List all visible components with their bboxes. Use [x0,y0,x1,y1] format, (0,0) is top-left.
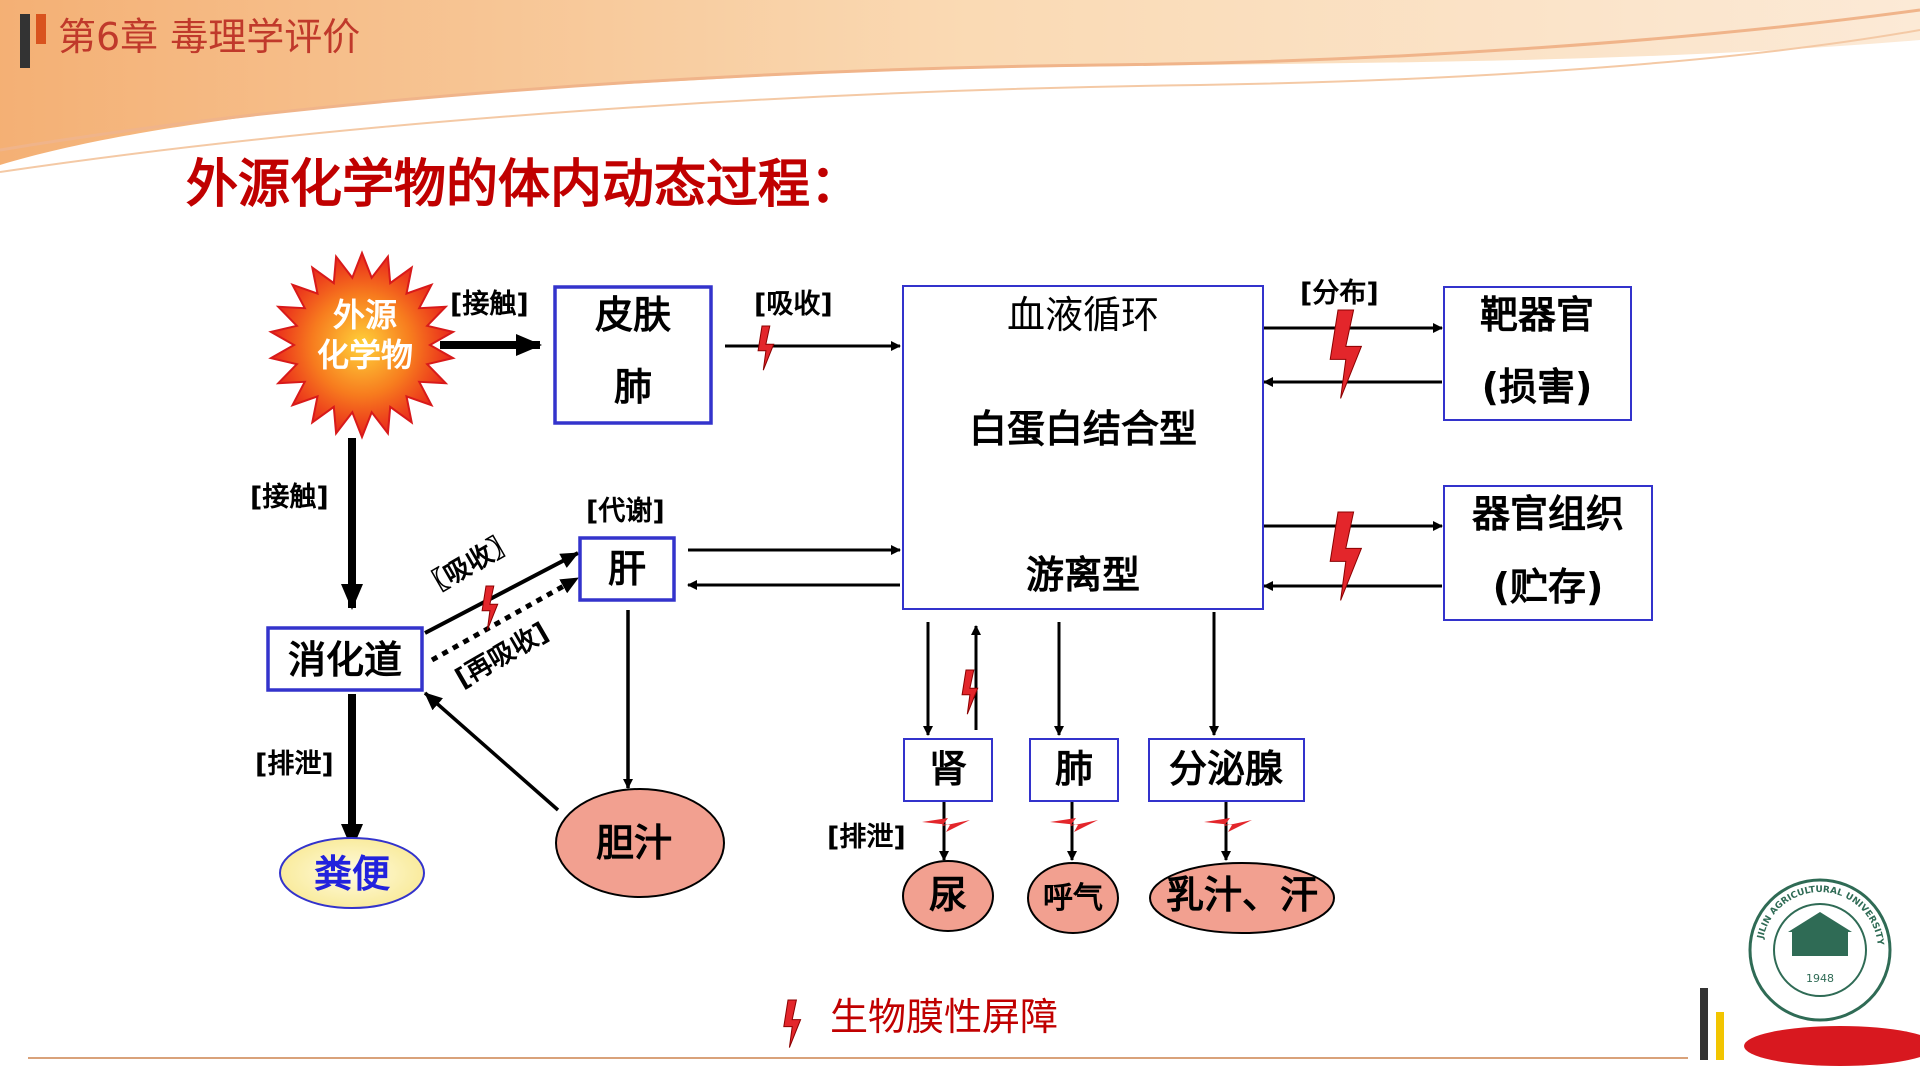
header-bar-dark [20,14,30,68]
target-organ-box [1443,286,1632,421]
breath-label: 呼气 [1043,881,1103,916]
organ-tissue-label: 器官组织 [1472,492,1624,536]
absorb-top-label: [吸收] [754,289,833,320]
arrow-gi-to-liver-reabsorb [430,575,580,663]
metabolism-label: [代谢] [586,496,665,527]
arrow-bile-to-gi [423,691,560,812]
gland-label: 分泌腺 [1169,747,1284,791]
legend-label: 生物膜性屏障 [830,995,1058,1039]
excrete-right-label: [排泄] [827,822,906,853]
gland-box [1148,738,1305,802]
arrows [341,323,1443,861]
liver-box [578,536,676,602]
skin-lung-box [553,285,713,425]
gi-label: 消化道 [288,638,402,682]
target-damage-label: (损害) [1482,365,1593,409]
blood-circulation-box [902,285,1264,610]
legend: 生物膜性屏障 [783,995,1058,1048]
box-labels: 皮肤 肺 血液循环 白蛋白结合型 游离型 靶器官 (损害) 器官组织 (贮存) … [288,293,1624,791]
bile-label: 胆汁 [596,821,672,865]
lung2-box [1029,738,1119,802]
source-label-line1: 外源 [333,296,397,334]
footer-red-disc [1744,1026,1920,1066]
header-bar-orange [36,14,46,44]
barrier-gi-liver [481,585,499,631]
liver-label: 肝 [608,547,646,591]
barrier-kidney-blood [961,669,979,715]
page-title: 外源化学物的体内动态过程： [186,155,863,215]
kidney-box [903,738,993,802]
barrier-blood-target [1329,309,1363,399]
barrier-skin-blood [757,325,775,371]
feces-label: 粪便 [314,852,391,896]
boxes [266,285,1653,802]
barrier-legend-bolt [783,999,802,1048]
gi-tract-box [266,626,424,692]
outputs: 粪便 胆汁 尿 呼气 乳汁、汗 [279,788,1335,934]
university-logo: JILIN AGRICULTURAL UNIVERSITY 1948 [1748,878,1892,1022]
milk-sweat-label: 乳汁、汗 [1166,873,1318,917]
barrier-lung-breath [1050,818,1098,832]
excrete-left-label: [排泄] [255,749,334,780]
milk-sweat-oval [1149,862,1335,934]
target-organ-label: 靶器官 [1480,293,1594,337]
contact-left-label: [接触] [250,482,329,513]
starburst-shape [268,250,456,440]
barrier-kidney-urine [922,818,970,832]
urine-oval [902,860,994,932]
organ-tissue-box [1443,485,1653,621]
lung-label: 肺 [614,365,652,409]
storage-label: (贮存) [1493,565,1604,609]
footer-bar-dark [1700,988,1708,1060]
feces-oval [279,837,425,909]
bound-form-label: 白蛋白结合型 [969,407,1197,451]
logo-year: 1948 [1806,972,1834,985]
header-waves [0,0,1920,173]
bile-oval [555,788,725,898]
barrier-legend-icon [783,999,802,1048]
kidney-label: 肾 [929,747,967,791]
membrane-barriers [481,309,1363,832]
urine-label: 尿 [929,873,967,917]
logo-roof [1788,912,1852,932]
barrier-blood-storage [1329,511,1363,601]
breath-oval [1027,862,1119,934]
free-form-label: 游离型 [1026,553,1140,597]
barrier-gland-milk [1204,818,1252,832]
reabsorb-label: [再吸收] [451,617,554,694]
skin-label: 皮肤 [595,293,671,337]
source-label-line2: 化学物 [317,336,413,374]
contact-top-label: [接触] [450,289,529,320]
blood-label: 血液循环 [1007,293,1159,337]
source-burst: 外源 化学物 [268,250,456,440]
lung2-label: 肺 [1055,747,1093,791]
distribute-label: [分布] [1300,278,1379,309]
chapter-title: 第6章 毒理学评价 [58,15,361,59]
footer-bar-yellow [1716,1012,1724,1060]
logo-building [1792,930,1848,956]
arrow-gi-to-liver [424,551,579,635]
